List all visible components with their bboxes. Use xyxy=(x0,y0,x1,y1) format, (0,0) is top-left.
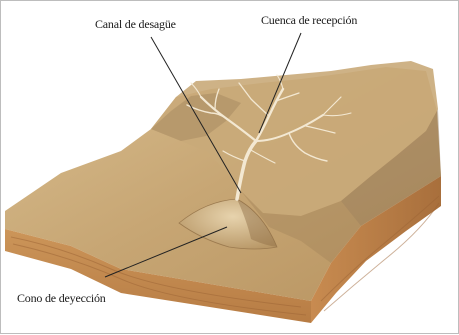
label-channel: Canal de desagüe xyxy=(95,17,176,32)
label-basin: Cuenca de recepción xyxy=(261,13,357,28)
label-cone: Cono de deyección xyxy=(17,291,106,306)
